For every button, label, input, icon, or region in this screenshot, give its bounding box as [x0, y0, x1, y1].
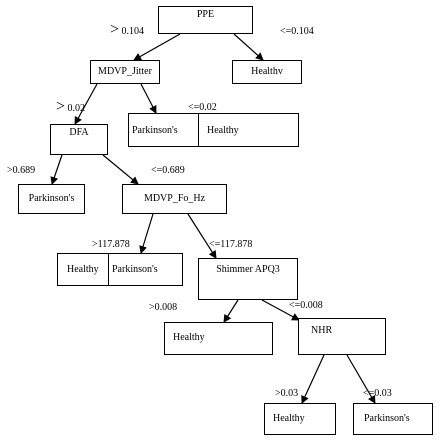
edge-label-root-le: <=0.104 [280, 26, 314, 37]
edge-label-nhr-gt: >0.03 [275, 388, 299, 399]
split-right-label: Parkinson's [112, 264, 158, 275]
edge-dfa-parkinsons [50, 154, 63, 185]
edge-label-fo-le: <=117.878 [209, 239, 253, 250]
node-split-jitter-right: Parkinson's Healthy [128, 113, 299, 147]
edge-nhr-healthy [301, 354, 325, 404]
edge-label-jitter-gt: > 0.02 [56, 98, 86, 115]
edge-shimmer-healthy [223, 299, 239, 323]
split-left-label: Parkinson's [132, 124, 178, 136]
edge-label-nhr-le: <=0.03 [363, 388, 392, 399]
edge-label-shimmer-gt: >0.008 [149, 302, 178, 313]
split-left-label: Healthy [67, 264, 99, 275]
node-nhr-parkinsons: Parkinson's [353, 403, 433, 435]
split-right-label: Healthy [207, 124, 239, 136]
edge-label-shimmer-le: <=0.008 [289, 300, 323, 311]
node-ppe: PPE [158, 6, 253, 34]
edge-jitter-dfa [74, 83, 98, 125]
node-shimmer-apq3: Shimmer APQ3 [198, 258, 298, 300]
edge-fo-split [139, 213, 154, 254]
node-split-fo-left: Healthy Parkinson's [57, 253, 183, 286]
edge-ppe-jitter [133, 33, 181, 61]
edge-label-jitter-le: <=0.02 [188, 102, 217, 113]
node-shimmer-healthy: Healthy [164, 322, 273, 355]
node-nhr-healthy: Healthy [264, 403, 336, 435]
node-mdvp-fo-hz: MDVP_Fo_Hz [122, 184, 227, 214]
node-healthy-top: Healthv [232, 60, 302, 84]
edge-fo-shimmer [187, 213, 217, 259]
edge-label-fo-gt: >117.878 [92, 239, 130, 250]
node-mdvp-jitter: MDVP_Jitter [90, 60, 160, 84]
edge-shimmer-nhr [261, 299, 300, 321]
edge-jitter-split [140, 83, 157, 114]
edge-nhr-parkinsons [346, 354, 376, 404]
edge-label-dfa-gt: >0.689 [7, 165, 36, 176]
node-dfa-parkinsons: Parkinson's [18, 184, 85, 214]
split-divider [198, 114, 199, 146]
edge-label-dfa-le: <=0.689 [151, 165, 185, 176]
edge-dfa-fo [102, 154, 139, 185]
edge-label-root-gt: > 0.104 [110, 21, 145, 38]
edge-ppe-healthy [233, 33, 264, 61]
node-dfa: DFA [50, 124, 108, 155]
node-nhr: NHR [298, 318, 386, 355]
split-divider [108, 254, 109, 285]
